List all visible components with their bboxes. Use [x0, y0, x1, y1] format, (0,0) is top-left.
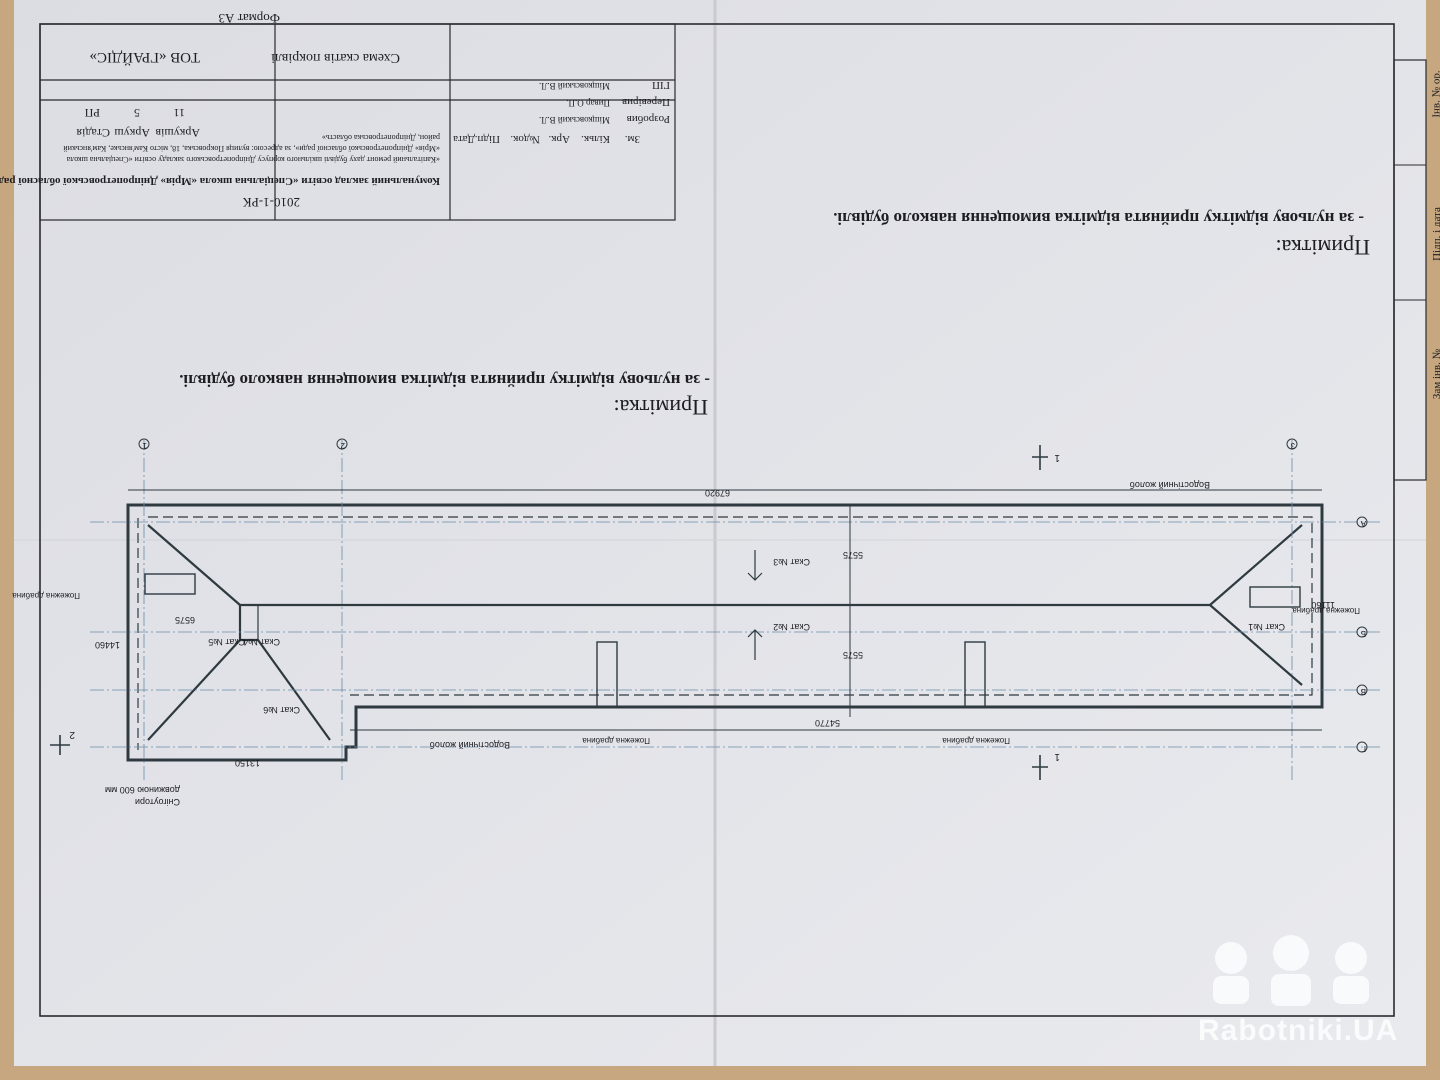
note-heading-2: Примітка:: [1275, 235, 1370, 260]
downpipe-label-1: Пожежна драбина: [12, 591, 80, 600]
stage-value: РП: [84, 106, 100, 120]
gutter-label-bottom: Водостічний жолоб: [429, 740, 510, 750]
role-2: Перевірив: [621, 96, 670, 108]
sheet-header: Аркуш: [114, 126, 150, 140]
side-stamp-2: Підп. і дата: [1431, 207, 1440, 261]
side-stamp-3: Зам інв. №: [1430, 349, 1440, 400]
note-line-2: - за нульову відмітку прийнята відмітка …: [833, 209, 1364, 228]
rev-header-3: №док.: [510, 133, 540, 145]
axis-label-3: 3: [1290, 441, 1295, 450]
stage-header: Стадія: [76, 126, 110, 140]
rev-header-5: Дата: [453, 133, 475, 145]
axis-label-v: В: [1360, 687, 1366, 696]
sheet-value: 5: [134, 106, 140, 120]
axis-label-g: Г: [1361, 744, 1366, 753]
rev-header-1: Кільк.: [581, 133, 610, 145]
section-marker-2: 2: [69, 729, 75, 740]
downpipe-label-4: Пожежна драбина: [942, 736, 1010, 745]
name-1: Міщковський В.Л.: [538, 115, 610, 125]
snow-guard-label-1: Снігоутори: [134, 797, 180, 807]
company-name: ТОВ «ГРАЙДІС»: [89, 49, 200, 65]
slope-5: Скат №5: [208, 637, 245, 647]
worker-helmets-icon: [1213, 935, 1369, 1006]
slope-3: Скат №3: [773, 557, 810, 567]
gutter-label-top: Водостічний жолоб: [1129, 480, 1210, 490]
slope-1: Скат №1: [1248, 622, 1285, 632]
dim-half-width-1: 5575: [842, 550, 863, 560]
rev-header-2: Арк.: [548, 133, 570, 145]
axis-label-b: Б: [1360, 629, 1366, 638]
snow-guard-label-2: довжиною 600 мм: [104, 785, 180, 795]
title-block-frame: [39, 23, 676, 221]
role-1: Розробив: [626, 113, 670, 125]
note-line: - за нульову відмітку прийнята відмітка …: [179, 371, 710, 390]
downpipe-label-3: Пожежна драбина: [582, 736, 650, 745]
dim-inner-length: 54770: [814, 718, 840, 728]
axis-label-a: А: [1360, 519, 1366, 528]
project-title: Комунальний заклад освіти «Спеціальна шк…: [0, 175, 440, 187]
axis-label-2: 2: [340, 441, 345, 450]
dim-left-wing: 13150: [234, 758, 260, 768]
watermark-text: Rabotniki.UA: [1198, 1014, 1399, 1047]
name-2: Пивар О.П.: [566, 98, 610, 108]
downpipe-label-2: Пожежна драбина: [1292, 606, 1360, 615]
rev-header-0: Зм.: [624, 133, 640, 145]
axis-label-1: 1: [142, 441, 147, 450]
slope-6: Скат №6: [263, 705, 300, 715]
roof-plan: [50, 438, 1380, 780]
drawing-code: 2010-1-РК: [242, 195, 300, 210]
sheets-value: 11: [173, 106, 185, 120]
slope-2: Скат №2: [773, 622, 810, 632]
watermark: Rabotniki.UA: [1186, 928, 1406, 1048]
section-marker-1a: 1: [1054, 751, 1060, 762]
dim-half-width-2: 5575: [842, 650, 863, 660]
dim-overall-length: 67920: [704, 488, 730, 498]
dim-small: 6575: [174, 615, 195, 625]
role-3: ГІП: [652, 79, 670, 91]
section-marker-1b: 1: [1054, 452, 1060, 463]
side-stamp-1: Інв. № ор.: [1430, 70, 1440, 118]
slope-4: Скат №4: [243, 637, 280, 647]
rev-header-4: Підп.: [474, 133, 500, 145]
note-heading: Примітка:: [613, 395, 708, 420]
sheets-header: Аркушів: [155, 126, 200, 140]
dim-width: 14460: [94, 640, 120, 650]
format-label: Формат А3: [218, 11, 280, 26]
sheet-title: Схема скатів покрівлі: [271, 50, 400, 65]
name-3: Міщковський В.Л.: [538, 81, 610, 91]
